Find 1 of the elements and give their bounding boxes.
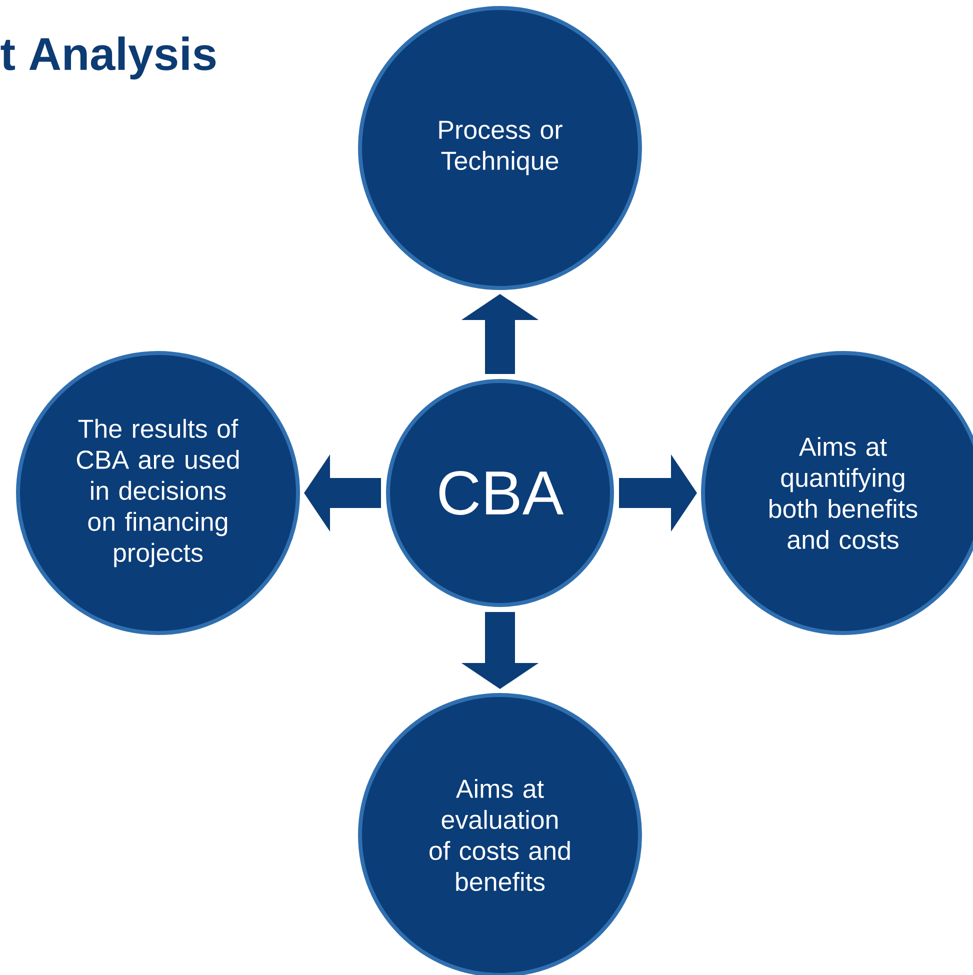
title: t Analysis	[0, 36, 216, 80]
